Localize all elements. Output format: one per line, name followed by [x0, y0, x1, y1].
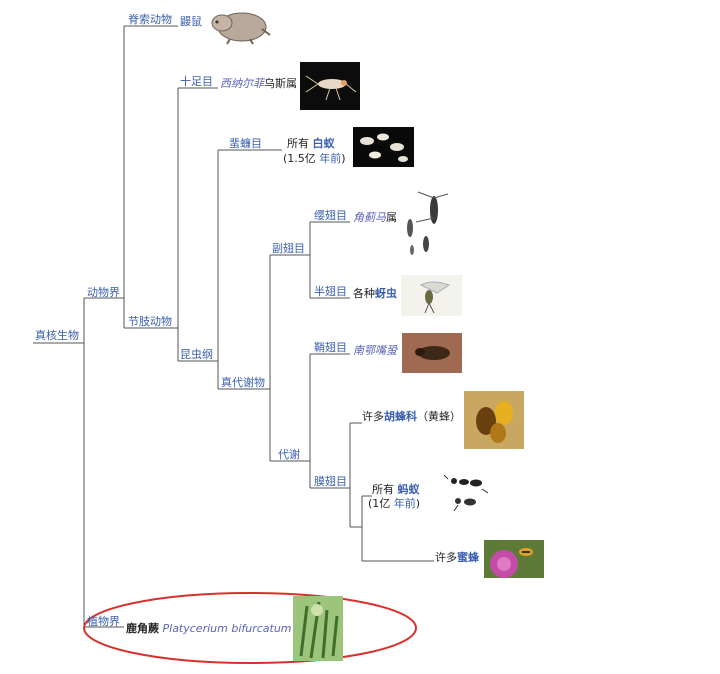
leaf-wasp: 许多胡蜂科（黄蜂） — [362, 410, 461, 424]
node-hemiptera[interactable]: 半翅目 — [314, 285, 347, 298]
node-blattodea[interactable]: 蜚蠊目 — [229, 137, 262, 150]
leaf-termite-age: (1.5亿 年前) — [283, 152, 346, 166]
leaf-aphid: 各种蚜虫 — [353, 287, 397, 301]
node-holometabola[interactable]: 代谢 — [278, 448, 300, 461]
leaf-ant-age: (1亿 年前) — [368, 497, 420, 511]
ant-age-link[interactable]: 年前 — [393, 497, 416, 510]
leaf-thrips: 角蓟马属 — [353, 211, 397, 225]
leaf-wasp-prefix: 许多 — [362, 410, 384, 423]
leaf-ant-link[interactable]: 蚂蚁 — [397, 483, 420, 496]
leaf-ant-prefix: 所有 — [372, 483, 394, 496]
node-chordata[interactable]: 脊索动物 — [128, 13, 172, 26]
leaf-protura-rest: 乌斯属 — [264, 77, 297, 90]
leaf-mole-rat[interactable]: 鼹鼠 — [180, 15, 202, 28]
node-protura[interactable]: 十足目 — [180, 75, 213, 88]
leaf-protura-genus: 西纳尔菲乌斯属 — [220, 77, 297, 91]
leaf-wasp-link[interactable]: 胡蜂科 — [384, 410, 417, 423]
node-insecta[interactable]: 昆虫纲 — [180, 348, 213, 361]
aphid-image[interactable] — [401, 275, 462, 316]
node-eukaryote[interactable]: 真核生物 — [35, 329, 79, 342]
beetle-image[interactable] — [402, 333, 462, 373]
leaf-protura-italic[interactable]: 西纳尔菲 — [220, 77, 264, 90]
ant-image[interactable] — [444, 475, 488, 511]
highlight-ellipse — [83, 592, 417, 664]
node-animalia[interactable]: 动物界 — [87, 286, 120, 299]
leaf-bee: 许多蜜蜂 — [435, 551, 479, 565]
thrips-image[interactable] — [398, 188, 448, 256]
leaf-termite: 所有 白蚁 — [287, 137, 335, 151]
protura-image[interactable] — [300, 62, 360, 110]
ant-age-close: ) — [415, 497, 421, 510]
leaf-ant: 所有 蚂蚁 — [372, 483, 420, 497]
node-eumetabola[interactable]: 真代谢物 — [221, 376, 265, 389]
node-paraneoptera[interactable]: 副翅目 — [272, 242, 305, 255]
leaf-aphid-link[interactable]: 蚜虫 — [375, 287, 397, 300]
leaf-fern: 鹿角蕨 Platycerium bifurcatum — [126, 622, 292, 636]
node-thysanoptera[interactable]: 缨翅目 — [314, 209, 347, 222]
leaf-wasp-suffix: （黄蜂） — [417, 410, 461, 423]
termite-age-value: (1.5亿 — [283, 152, 316, 165]
node-arthropoda[interactable]: 节肢动物 — [128, 315, 172, 328]
leaf-bee-link[interactable]: 蜜蜂 — [457, 551, 479, 564]
leaf-fern-name[interactable]: 鹿角蕨 — [126, 622, 159, 635]
termite-age-link[interactable]: 年前 — [319, 152, 342, 165]
node-hymenoptera[interactable]: 膜翅目 — [314, 475, 347, 488]
ant-age-value: (1亿 — [368, 497, 391, 510]
leaf-bee-prefix: 许多 — [435, 551, 457, 564]
bee-image[interactable] — [484, 540, 544, 578]
leaf-termite-prefix: 所有 — [287, 137, 309, 150]
leaf-termite-link[interactable]: 白蚁 — [312, 137, 335, 150]
node-coleoptera[interactable]: 鞘翅目 — [314, 341, 347, 354]
leaf-aphid-prefix: 各种 — [353, 287, 375, 300]
termite-age-close: ) — [341, 152, 346, 165]
leaf-thrips-italic[interactable]: 角蓟马 — [353, 211, 386, 224]
fern-image[interactable] — [293, 596, 343, 661]
node-plantae[interactable]: 植物界 — [87, 615, 120, 628]
wasp-image[interactable] — [464, 391, 524, 449]
leaf-thrips-rest: 属 — [386, 211, 397, 224]
leaf-fern-latin[interactable]: Platycerium bifurcatum — [162, 622, 292, 635]
termite-image[interactable] — [353, 127, 414, 167]
leaf-beetle[interactable]: 南鄂嘴蛩 — [353, 344, 397, 357]
mole-rat-image[interactable] — [204, 3, 272, 45]
